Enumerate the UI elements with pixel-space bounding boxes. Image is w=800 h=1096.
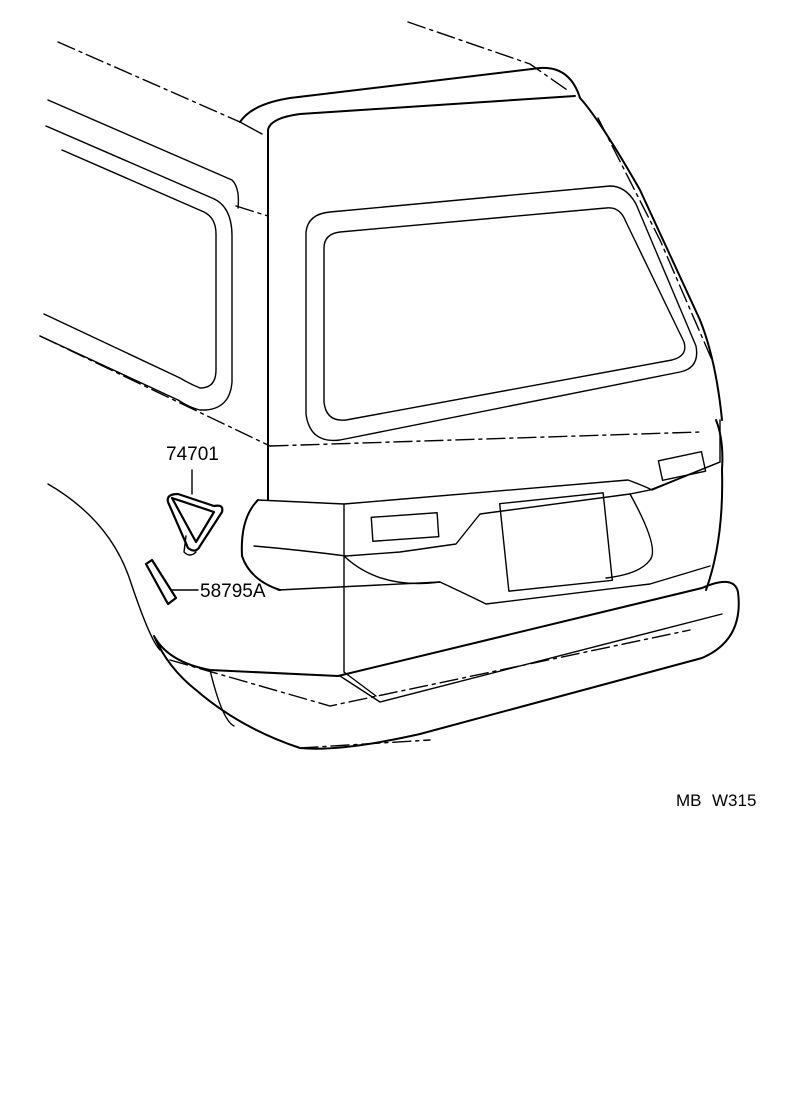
tail-panel xyxy=(240,419,724,673)
callout-58795a: 58795A xyxy=(200,581,266,602)
rear-window xyxy=(269,185,701,447)
license-plate-area xyxy=(498,492,614,592)
figure-code-prefix: MB xyxy=(676,791,702,810)
roof-outline xyxy=(57,21,723,421)
rear-bumper xyxy=(153,581,740,750)
part-74701-warning-triangle xyxy=(166,469,224,556)
figure-code-number: W315 xyxy=(712,791,756,810)
callout-74701: 74701 xyxy=(166,444,219,465)
part-58795a-trim xyxy=(144,558,199,606)
left-reflector xyxy=(370,512,440,542)
right-reflector xyxy=(657,450,707,482)
side-body xyxy=(39,99,271,651)
